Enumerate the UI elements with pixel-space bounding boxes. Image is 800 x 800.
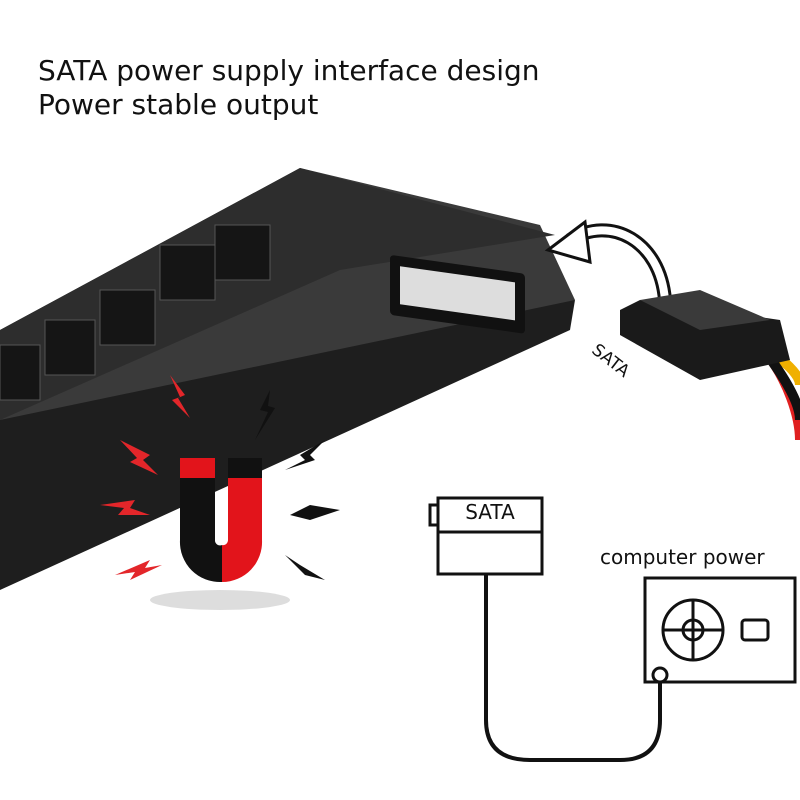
sata-cable-connector — [620, 290, 800, 441]
plug-label: SATA — [465, 500, 515, 524]
headline-line-1: SATA power supply interface design — [38, 54, 540, 87]
headline-line-2: Power stable output — [38, 88, 319, 121]
fan-hub — [0, 168, 575, 590]
computer-power-supply — [643, 576, 797, 684]
lightning-bolt-icons — [100, 375, 340, 580]
sata-plug-drawing — [428, 496, 662, 762]
magnet-icon — [150, 458, 290, 610]
psu-label: computer power — [600, 545, 765, 569]
